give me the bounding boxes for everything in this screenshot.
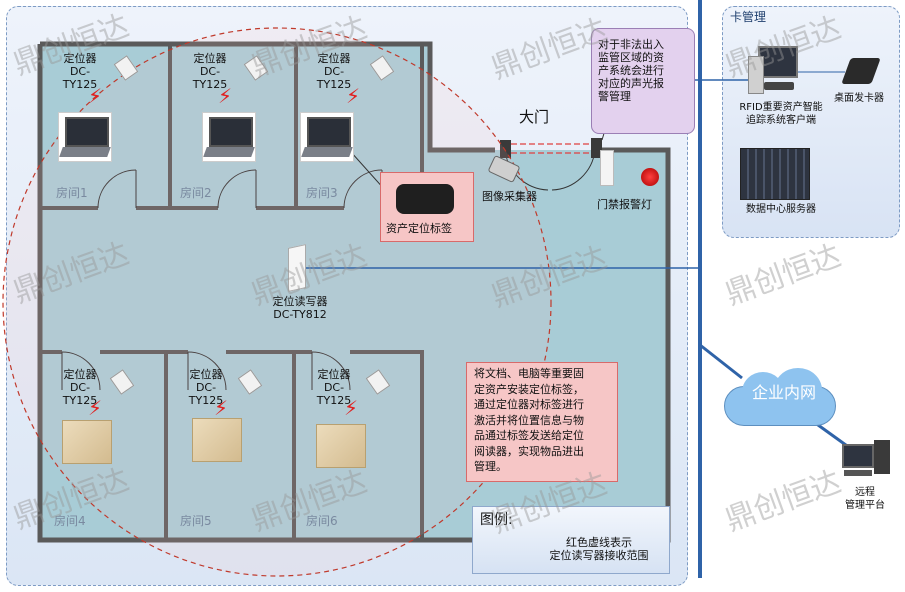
camera-label: 图像采集器 bbox=[482, 190, 537, 203]
laptop-icon bbox=[300, 112, 354, 162]
gate-alarm-callout bbox=[591, 28, 695, 134]
document-folder-icon bbox=[192, 418, 242, 462]
signal-bolt-icon: ⚡ bbox=[88, 396, 103, 420]
rfid-client-label: RFID重要资产智能 追踪系统客户端 bbox=[739, 102, 823, 126]
locator-label-room3: 定位器 DC-TY125 bbox=[316, 52, 352, 91]
server-icon bbox=[740, 148, 810, 200]
legend-box bbox=[472, 506, 670, 574]
locator-label-room2: 定位器 DC-TY125 bbox=[192, 52, 228, 91]
gate-label: 大门 bbox=[519, 108, 550, 126]
remote-pc-icon bbox=[842, 440, 894, 480]
signal-bolt-icon: ⚡ bbox=[214, 396, 229, 420]
alarm-light-icon bbox=[641, 168, 659, 186]
intranet-cloud-icon bbox=[716, 368, 842, 426]
server-label: 数据中心服务器 bbox=[746, 204, 816, 215]
laptop-icon bbox=[58, 112, 112, 162]
remote-platform-label: 远程 管理平台 bbox=[845, 487, 885, 511]
reader-label: 定位读写器 DC-TY812 bbox=[272, 295, 328, 321]
signal-bolt-icon: ⚡ bbox=[218, 84, 233, 108]
locator-label-room6: 定位器 DC-TY125 bbox=[316, 368, 352, 407]
intranet-label: 企业内网 bbox=[752, 383, 817, 402]
room-label: 房间4 bbox=[54, 514, 86, 528]
description-text: 将文档、电脑等重要固 定资产安装定位标签， 通过定位器对标签进行 激活并将位置信… bbox=[474, 367, 584, 473]
document-folder-icon bbox=[316, 424, 366, 468]
card-issuer-label: 桌面发卡器 bbox=[834, 93, 884, 104]
card-panel-title: 卡管理 bbox=[730, 10, 767, 24]
laptop-icon bbox=[202, 112, 256, 162]
room-label: 房间2 bbox=[180, 186, 212, 200]
gate-door-panel bbox=[600, 150, 614, 186]
signal-bolt-icon: ⚡ bbox=[88, 84, 103, 108]
asset-tag-label: 资产定位标签 bbox=[386, 222, 452, 235]
signal-bolt-icon: ⚡ bbox=[346, 84, 361, 108]
rfid-client-computer-icon bbox=[748, 46, 798, 96]
room-label: 房间6 bbox=[306, 514, 338, 528]
room-label: 房间3 bbox=[306, 186, 338, 200]
locator-label-room4: 定位器 DC-TY125 bbox=[62, 368, 98, 407]
locator-label-room1: 定位器 DC-TY125 bbox=[62, 52, 98, 91]
legend-text: 红色虚线表示 定位读写器接收范围 bbox=[549, 536, 649, 562]
description-box bbox=[466, 362, 618, 482]
room-label: 房间5 bbox=[180, 514, 212, 528]
room-label: 房间1 bbox=[56, 186, 88, 200]
signal-bolt-icon: ⚡ bbox=[344, 396, 359, 420]
legend-title: 图例: bbox=[480, 512, 513, 528]
outer-wall bbox=[40, 41, 495, 153]
asset-tag-icon bbox=[396, 184, 454, 214]
locator-label-room5: 定位器 DC-TY125 bbox=[188, 368, 224, 407]
gate-alarm-callout-text: 对于非法出入 监管区域的资 产系统会进行 对应的声光报 警管理 bbox=[598, 38, 664, 103]
reader-range-circle bbox=[2, 27, 552, 577]
document-folder-icon bbox=[62, 420, 112, 464]
alarm-light-label: 门禁报警灯 bbox=[597, 198, 652, 211]
